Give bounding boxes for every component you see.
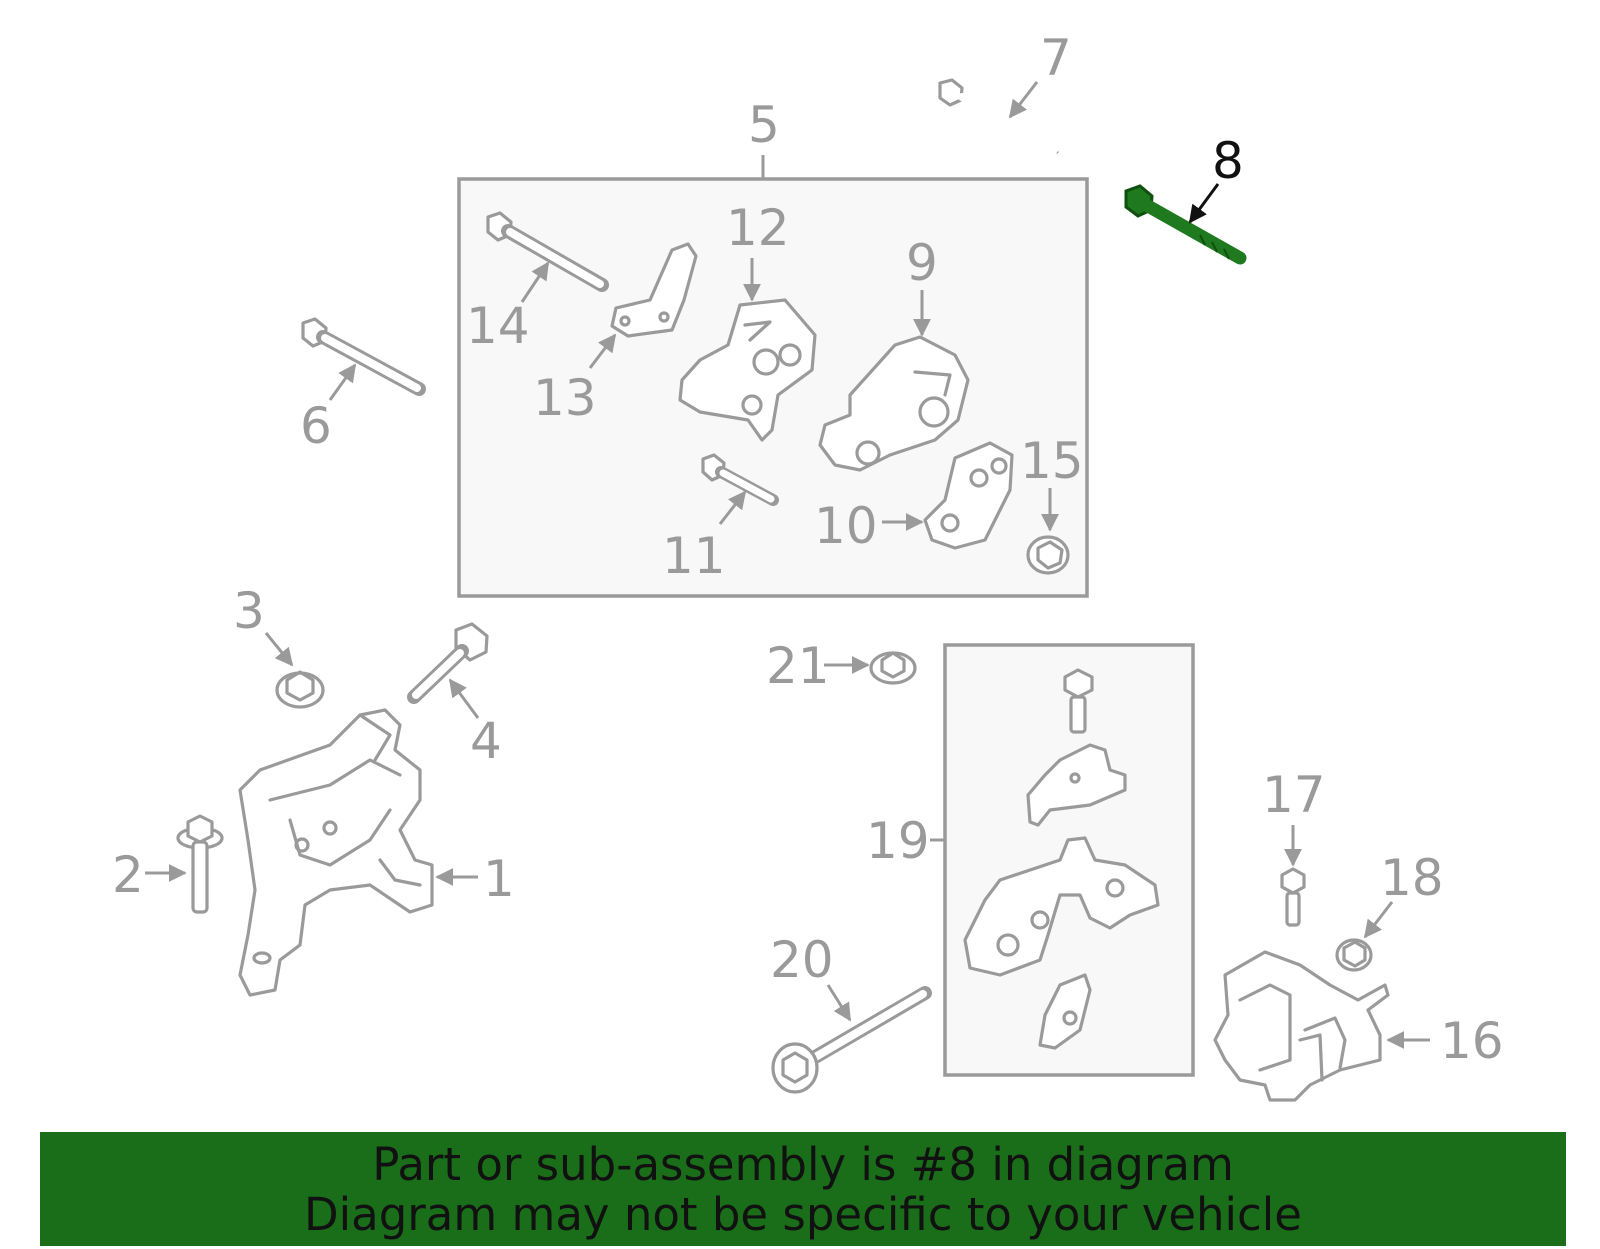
callout-19: 19	[866, 812, 930, 870]
callout-20: 20	[770, 931, 834, 989]
callout-4: 4	[470, 712, 502, 770]
bracket-part-10[interactable]	[923, 441, 1014, 550]
mount-bracket-part-1[interactable]	[238, 708, 434, 997]
callout-14: 14	[466, 297, 530, 355]
bolt-part-6[interactable]	[301, 317, 426, 396]
bolt-part-2[interactable]	[176, 814, 224, 914]
banner-line-disclaimer: Diagram may not be specific to your vehi…	[304, 1188, 1302, 1241]
mount-part-9[interactable]	[818, 335, 970, 472]
callout-6: 6	[300, 397, 332, 455]
nut-part-18[interactable]	[1335, 938, 1373, 972]
callout-1: 1	[483, 850, 515, 908]
mount-assembly-part-19[interactable]	[963, 668, 1160, 1050]
info-banner: Part or sub-assembly is #8 in diagram Di…	[40, 1132, 1566, 1246]
callout-10: 10	[814, 497, 878, 555]
callout-9: 9	[906, 234, 938, 292]
callout-5: 5	[748, 96, 780, 154]
bolt-part-7[interactable]	[938, 78, 1059, 154]
nut-part-21[interactable]	[869, 651, 917, 685]
callout-3: 3	[233, 582, 265, 640]
callout-21: 21	[766, 637, 830, 695]
callout-13: 13	[533, 369, 597, 427]
bolt-part-17[interactable]	[1280, 867, 1306, 927]
callout-18: 18	[1380, 849, 1444, 907]
bracket-part-13[interactable]	[610, 242, 698, 338]
callout-11: 11	[662, 527, 726, 585]
callout-15: 15	[1020, 432, 1084, 490]
bolt-part-11[interactable]	[701, 453, 779, 506]
callout-2: 2	[112, 846, 144, 904]
callout-16: 16	[1440, 1012, 1504, 1070]
bolt-part-20[interactable]	[771, 986, 932, 1094]
mount-part-16[interactable]	[1213, 950, 1390, 1102]
callout-7: 7	[1040, 29, 1072, 87]
callout-8-highlighted: 8	[1212, 132, 1244, 190]
callout-12: 12	[726, 199, 790, 257]
mount-part-12[interactable]	[678, 298, 817, 442]
banner-line-part-number: Part or sub-assembly is #8 in diagram	[372, 1138, 1234, 1191]
bolt-part-14[interactable]	[486, 211, 609, 292]
bolt-part-4[interactable]	[407, 622, 489, 704]
nut-part-3[interactable]	[275, 670, 325, 709]
nut-part-15[interactable]	[1026, 535, 1070, 575]
callout-17: 17	[1262, 766, 1326, 824]
bolt-part-8-highlighted[interactable]	[1124, 184, 1247, 265]
